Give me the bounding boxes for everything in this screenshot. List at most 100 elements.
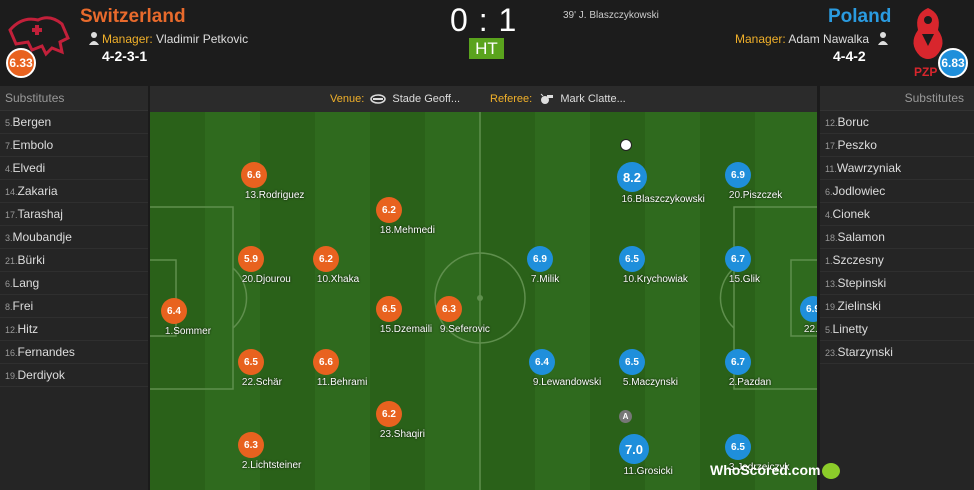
player-label[interactable]: 20.Piszczek: [729, 190, 782, 201]
substitute-name[interactable]: Wawrzyniak: [836, 161, 902, 175]
substitute-row[interactable]: 23.Starzynski: [820, 341, 974, 364]
home-manager-name[interactable]: Vladimir Petkovic: [156, 32, 249, 46]
player-rating[interactable]: 6.5: [725, 434, 751, 460]
player-rating[interactable]: 6.9: [800, 296, 817, 322]
substitute-name[interactable]: Hitz: [17, 322, 39, 336]
substitute-name[interactable]: Stepinski: [837, 276, 887, 290]
player-rating[interactable]: 8.2: [617, 162, 647, 192]
player-marker[interactable]: 6.6 13.Rodriguez: [241, 162, 304, 201]
player-name[interactable]: Sommer: [173, 326, 212, 337]
substitute-row[interactable]: 6.Jodlowiec: [820, 180, 974, 203]
substitute-row[interactable]: 19.Derdiyok: [0, 364, 148, 387]
player-label[interactable]: 15.Glik: [729, 274, 760, 285]
player-rating[interactable]: 6.3: [238, 432, 264, 458]
player-name[interactable]: Behrami: [330, 377, 368, 388]
player-rating[interactable]: 6.5: [238, 349, 264, 375]
player-name[interactable]: Lewandowski: [541, 377, 602, 388]
player-rating[interactable]: 6.7: [725, 349, 751, 375]
substitute-row[interactable]: 13.Stepinski: [820, 272, 974, 295]
player-marker[interactable]: 6.5 22.Schär: [238, 349, 282, 388]
poland-crest-icon[interactable]: PZP: [908, 4, 948, 80]
player-name[interactable]: Xhaka: [330, 274, 360, 285]
player-rating[interactable]: 6.5: [619, 349, 645, 375]
player-label[interactable]: 13.Rodriguez: [245, 190, 305, 201]
player-label[interactable]: 22.Schär: [242, 377, 282, 388]
player-rating[interactable]: 6.5: [376, 296, 402, 322]
player-rating[interactable]: 6.6: [241, 162, 267, 188]
player-name[interactable]: Jedrzejczyk: [737, 462, 790, 473]
player-name[interactable]: Piszczek: [742, 190, 783, 201]
player-rating[interactable]: 5.9: [238, 246, 264, 272]
player-name[interactable]: Milik: [539, 274, 560, 285]
player-marker[interactable]: 8.2 16.Blaszczykowski: [617, 162, 705, 205]
whoscored-logo[interactable]: WhoScored.com: [710, 462, 841, 480]
player-marker[interactable]: 6.9 20.Piszczek: [725, 162, 782, 201]
substitute-name[interactable]: Peszko: [837, 138, 877, 152]
player-marker[interactable]: 6.7 15.Glik: [725, 246, 760, 285]
substitute-row[interactable]: 6.Lang: [0, 272, 148, 295]
player-rating[interactable]: 6.9: [527, 246, 553, 272]
substitute-row[interactable]: 12.Hitz: [0, 318, 148, 341]
player-rating[interactable]: 6.2: [376, 197, 402, 223]
player-rating[interactable]: 6.2: [376, 401, 402, 427]
player-rating[interactable]: 6.3: [436, 296, 462, 322]
substitute-name[interactable]: Frei: [12, 299, 34, 313]
player-label[interactable]: 16.Blaszczykowski: [622, 194, 705, 205]
home-team-name[interactable]: Switzerland: [80, 6, 186, 27]
player-name[interactable]: Grosicki: [636, 466, 673, 477]
player-name[interactable]: Shaqiri: [393, 429, 425, 440]
substitute-row[interactable]: 18.Salamon: [820, 226, 974, 249]
substitute-name[interactable]: Fernandes: [17, 345, 75, 359]
player-name[interactable]: Rodriguez: [258, 190, 305, 201]
player-label[interactable]: 3.Jedrzejczyk: [729, 462, 790, 473]
substitute-name[interactable]: Zielinski: [837, 299, 881, 313]
player-rating[interactable]: 6.7: [725, 246, 751, 272]
substitute-row[interactable]: 21.Bürki: [0, 249, 148, 272]
substitute-row[interactable]: 8.Frei: [0, 295, 148, 318]
away-manager-name[interactable]: Adam Nawalka: [788, 32, 870, 46]
player-label[interactable]: 11.Behrami: [317, 377, 367, 388]
substitute-row[interactable]: 12.Boruc: [820, 111, 974, 134]
substitute-row[interactable]: 17.Peszko: [820, 134, 974, 157]
player-rating[interactable]: 6.4: [161, 298, 187, 324]
player-name[interactable]: Mehmedi: [393, 225, 435, 236]
player-name[interactable]: Krychowiak: [636, 274, 688, 285]
player-label[interactable]: 10.Xhaka: [317, 274, 359, 285]
substitute-name[interactable]: Salamon: [837, 230, 885, 244]
player-name[interactable]: Schär: [255, 377, 282, 388]
substitute-name[interactable]: Bürki: [17, 253, 45, 267]
substitute-row[interactable]: 3.Moubandje: [0, 226, 148, 249]
substitute-name[interactable]: Linetty: [832, 322, 868, 336]
player-marker[interactable]: 6.2 18.Mehmedi: [376, 197, 435, 236]
player-label[interactable]: 5.Maczynski: [623, 377, 678, 388]
player-label[interactable]: 9.Seferovic: [440, 324, 490, 335]
player-marker[interactable]: 6.3 9.Seferovic: [436, 296, 490, 335]
away-team-name[interactable]: Poland: [828, 6, 892, 27]
substitute-name[interactable]: Tarashaj: [17, 207, 63, 221]
substitute-name[interactable]: Szczesny: [832, 253, 884, 267]
player-marker[interactable]: 6.5 5.Maczynski: [619, 349, 678, 388]
player-label[interactable]: 11.Grosicki: [624, 466, 673, 477]
substitute-row[interactable]: 1.Szczesny: [820, 249, 974, 272]
player-marker[interactable]: 6.922.Fabianski: [800, 296, 817, 335]
substitute-name[interactable]: Starzynski: [837, 345, 893, 359]
substitute-row[interactable]: 17.Tarashaj: [0, 203, 148, 226]
player-name[interactable]: Blaszczykowski: [635, 194, 705, 205]
player-label[interactable]: 18.Mehmedi: [380, 225, 435, 236]
substitute-name[interactable]: Cionek: [832, 207, 870, 221]
player-rating[interactable]: 6.9: [725, 162, 751, 188]
player-name[interactable]: Djourou: [255, 274, 291, 285]
player-name[interactable]: Seferovic: [448, 324, 490, 335]
player-label[interactable]: 2.Pazdan: [729, 377, 771, 388]
substitute-row[interactable]: 14.Zakaria: [0, 180, 148, 203]
substitute-name[interactable]: Boruc: [837, 115, 869, 129]
